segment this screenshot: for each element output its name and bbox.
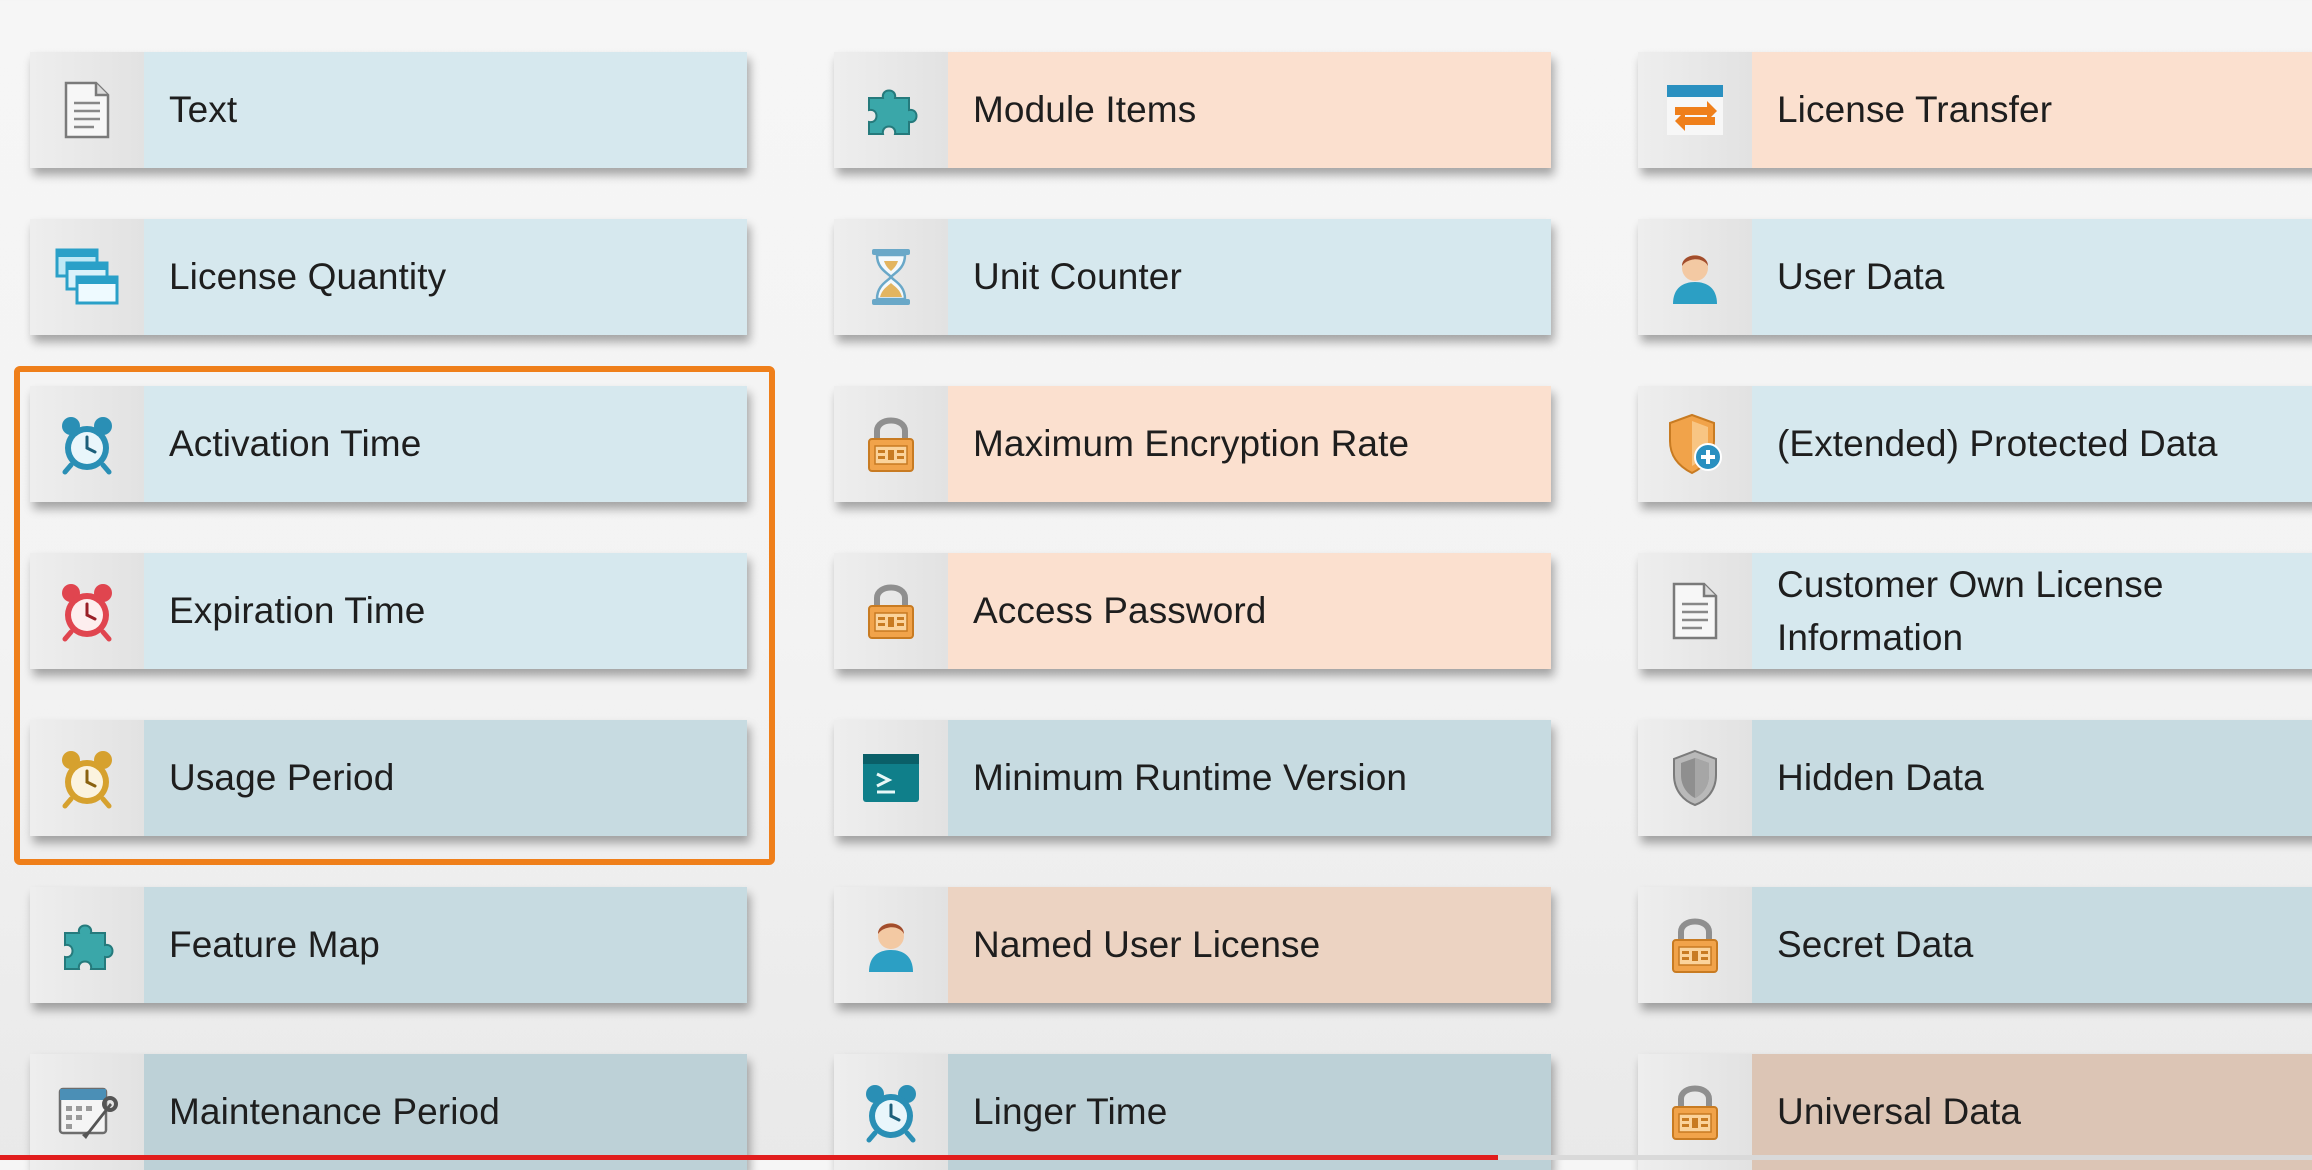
- tile-label: Universal Data: [1752, 1054, 2312, 1170]
- tile-expiration-time[interactable]: Expiration Time: [30, 553, 747, 669]
- tile-label: Minimum Runtime Version: [948, 720, 1551, 836]
- stacked-windows-icon: [30, 219, 144, 335]
- tile-label: License Quantity: [144, 219, 747, 335]
- tile-label: Usage Period: [144, 720, 747, 836]
- shield-gray-icon: [1638, 720, 1752, 836]
- document-icon: [1638, 553, 1752, 669]
- tile-universal-data[interactable]: Universal Data: [1638, 1054, 2312, 1170]
- tile-activation-time[interactable]: Activation Time: [30, 386, 747, 502]
- padlock-icon: [1638, 887, 1752, 1003]
- tile-label: Maximum Encryption Rate: [948, 386, 1551, 502]
- tile-label: Access Password: [948, 553, 1551, 669]
- hourglass-icon: [834, 219, 948, 335]
- calendar-wrench-icon: [30, 1054, 144, 1170]
- tile-unit-counter[interactable]: Unit Counter: [834, 219, 1551, 335]
- tile-hidden-data[interactable]: Hidden Data: [1638, 720, 2312, 836]
- alarm-clock-blue-icon: [834, 1054, 948, 1170]
- user-icon: [834, 887, 948, 1003]
- video-progress-bar[interactable]: [0, 1155, 2312, 1160]
- alarm-clock-gold-icon: [30, 720, 144, 836]
- tile-license-quantity[interactable]: License Quantity: [30, 219, 747, 335]
- tile-access-password[interactable]: Access Password: [834, 553, 1551, 669]
- shield-plus-icon: [1638, 386, 1752, 502]
- transfer-arrows-icon: [1638, 52, 1752, 168]
- tile-maintenance-period[interactable]: Maintenance Period: [30, 1054, 747, 1170]
- tile-label: Expiration Time: [144, 553, 747, 669]
- tile-label: Linger Time: [948, 1054, 1551, 1170]
- tile-label: Activation Time: [144, 386, 747, 502]
- time-group-highlight-box: [14, 366, 775, 865]
- puzzle-piece-icon: [30, 887, 144, 1003]
- tile-license-transfer[interactable]: License Transfer: [1638, 52, 2312, 168]
- tile-linger-time[interactable]: Linger Time: [834, 1054, 1551, 1170]
- user-icon: [1638, 219, 1752, 335]
- tile-module-items[interactable]: Module Items: [834, 52, 1551, 168]
- tile-maximum-encryption-rate[interactable]: Maximum Encryption Rate: [834, 386, 1551, 502]
- tile-label: Text: [144, 52, 747, 168]
- tile-named-user-license[interactable]: Named User License: [834, 887, 1551, 1003]
- alarm-clock-blue-icon: [30, 386, 144, 502]
- tile-usage-period[interactable]: Usage Period: [30, 720, 747, 836]
- tile-label: Customer Own License Information: [1752, 553, 2312, 669]
- terminal-window-icon: [834, 720, 948, 836]
- document-icon: [30, 52, 144, 168]
- tile-label: Feature Map: [144, 887, 747, 1003]
- tile-label: Hidden Data: [1752, 720, 2312, 836]
- tile-label: License Transfer: [1752, 52, 2312, 168]
- tile-label: Secret Data: [1752, 887, 2312, 1003]
- tile-user-data[interactable]: User Data: [1638, 219, 2312, 335]
- padlock-icon: [1638, 1054, 1752, 1170]
- tile-label: Named User License: [948, 887, 1551, 1003]
- tile-feature-map[interactable]: Feature Map: [30, 887, 747, 1003]
- tile-minimum-runtime-version[interactable]: Minimum Runtime Version: [834, 720, 1551, 836]
- video-progress-fill: [0, 1155, 1499, 1160]
- tile-label: Unit Counter: [948, 219, 1551, 335]
- tile-label: Maintenance Period: [144, 1054, 747, 1170]
- padlock-icon: [834, 386, 948, 502]
- tile-text[interactable]: Text: [30, 52, 747, 168]
- tile-customer-own-license-information[interactable]: Customer Own License Information: [1638, 553, 2312, 669]
- padlock-icon: [834, 553, 948, 669]
- tile-secret-data[interactable]: Secret Data: [1638, 887, 2312, 1003]
- puzzle-piece-icon: [834, 52, 948, 168]
- tile-label: (Extended) Protected Data: [1752, 386, 2312, 502]
- tile-extended-protected-data[interactable]: (Extended) Protected Data: [1638, 386, 2312, 502]
- tile-label: Module Items: [948, 52, 1551, 168]
- alarm-clock-red-icon: [30, 553, 144, 669]
- tile-label: User Data: [1752, 219, 2312, 335]
